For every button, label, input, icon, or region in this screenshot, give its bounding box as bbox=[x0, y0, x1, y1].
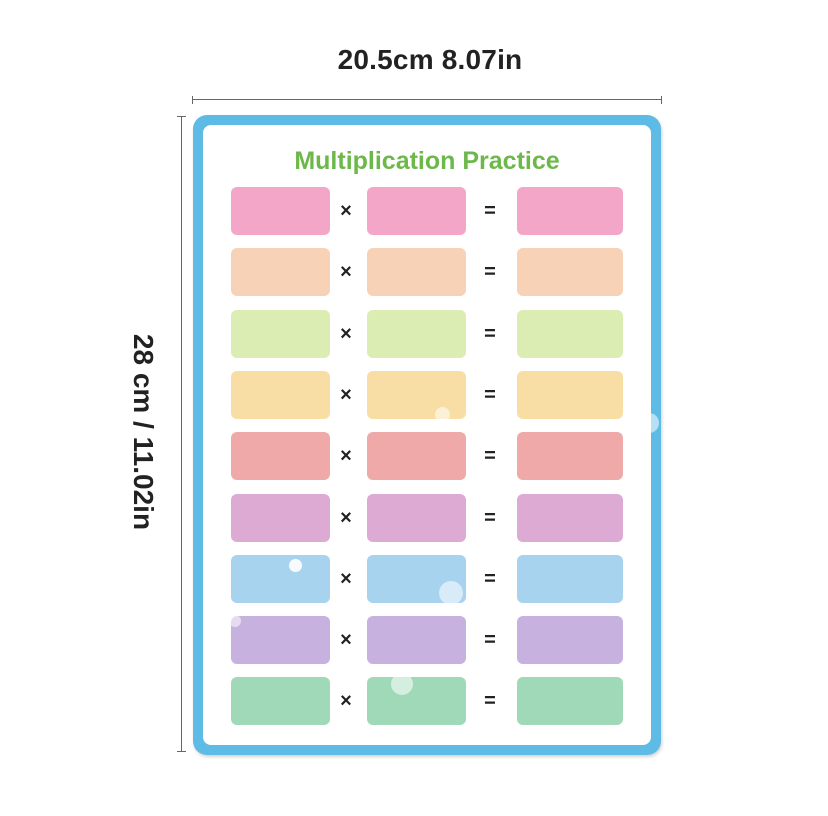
equation-row: ×= bbox=[203, 309, 651, 358]
equals-sign: = bbox=[484, 629, 496, 652]
product-box[interactable] bbox=[517, 370, 623, 419]
factor-box-2[interactable] bbox=[367, 370, 466, 419]
equals-sign: = bbox=[484, 383, 496, 406]
times-sign: × bbox=[340, 383, 352, 406]
equals-sign: = bbox=[484, 261, 496, 284]
times-sign: × bbox=[340, 629, 352, 652]
times-sign: × bbox=[340, 506, 352, 529]
equals-sign: = bbox=[484, 200, 496, 222]
product-box[interactable] bbox=[517, 309, 623, 358]
glare-bubble bbox=[435, 407, 450, 422]
width-dimension-tick-left bbox=[192, 96, 193, 104]
product-box[interactable] bbox=[517, 616, 623, 665]
width-dimension-label: 20.5cm 8.07in bbox=[337, 44, 523, 75]
equation-row: ×= bbox=[203, 677, 651, 726]
times-sign: × bbox=[340, 322, 352, 345]
factor-box-1[interactable] bbox=[231, 248, 330, 297]
width-dimension-line bbox=[192, 99, 662, 100]
factor-box-1[interactable] bbox=[231, 677, 330, 726]
factor-box-2[interactable] bbox=[367, 432, 466, 481]
equation-row: ×= bbox=[203, 554, 651, 603]
factor-box-1[interactable] bbox=[231, 432, 330, 481]
board-title: Multiplication Practice bbox=[294, 147, 560, 175]
factor-box-2[interactable] bbox=[367, 677, 466, 726]
product-box[interactable] bbox=[517, 248, 623, 297]
factor-box-1[interactable] bbox=[231, 554, 330, 603]
glare-bubble bbox=[391, 673, 413, 695]
height-dimension-label: 28 cm / 11.02in bbox=[128, 333, 159, 531]
equation-row: ×= bbox=[203, 248, 651, 297]
factor-box-1[interactable] bbox=[231, 616, 330, 665]
board-surface: Multiplication Practice ×=×=×=×=×=×=×=×=… bbox=[203, 125, 651, 745]
factor-box-2[interactable] bbox=[367, 493, 466, 542]
equation-row: ×= bbox=[203, 616, 651, 665]
factor-box-1[interactable] bbox=[231, 370, 330, 419]
equals-sign: = bbox=[484, 322, 496, 345]
factor-box-1[interactable] bbox=[231, 493, 330, 542]
factor-box-2[interactable] bbox=[367, 187, 466, 235]
factor-box-2[interactable] bbox=[367, 248, 466, 297]
equals-sign: = bbox=[484, 690, 496, 713]
equals-sign: = bbox=[484, 445, 496, 468]
times-sign: × bbox=[340, 200, 352, 222]
equation-row: ×= bbox=[203, 432, 651, 481]
factor-box-1[interactable] bbox=[231, 187, 330, 235]
equals-sign: = bbox=[484, 506, 496, 529]
height-dimension-line bbox=[181, 116, 182, 752]
factor-box-2[interactable] bbox=[367, 309, 466, 358]
glare-bubble bbox=[639, 413, 659, 433]
factor-box-2[interactable] bbox=[367, 616, 466, 665]
times-sign: × bbox=[340, 567, 352, 590]
width-dimension-tick-right bbox=[661, 96, 662, 104]
multiplication-board: Multiplication Practice ×=×=×=×=×=×=×=×=… bbox=[193, 115, 661, 755]
glare-bubble bbox=[289, 559, 302, 572]
glare-bubble bbox=[229, 615, 241, 627]
height-dimension-tick-bottom bbox=[177, 751, 186, 752]
glare-bubble bbox=[439, 581, 463, 605]
product-box[interactable] bbox=[517, 493, 623, 542]
factor-box-1[interactable] bbox=[231, 309, 330, 358]
times-sign: × bbox=[340, 445, 352, 468]
product-box[interactable] bbox=[517, 677, 623, 726]
times-sign: × bbox=[340, 690, 352, 713]
equation-row: ×= bbox=[203, 493, 651, 542]
product-box[interactable] bbox=[517, 187, 623, 235]
product-box[interactable] bbox=[517, 432, 623, 481]
equation-row: ×= bbox=[203, 187, 651, 235]
product-box[interactable] bbox=[517, 554, 623, 603]
times-sign: × bbox=[340, 261, 352, 284]
equals-sign: = bbox=[484, 567, 496, 590]
height-dimension-tick-top bbox=[177, 116, 186, 117]
equation-row: ×= bbox=[203, 370, 651, 419]
